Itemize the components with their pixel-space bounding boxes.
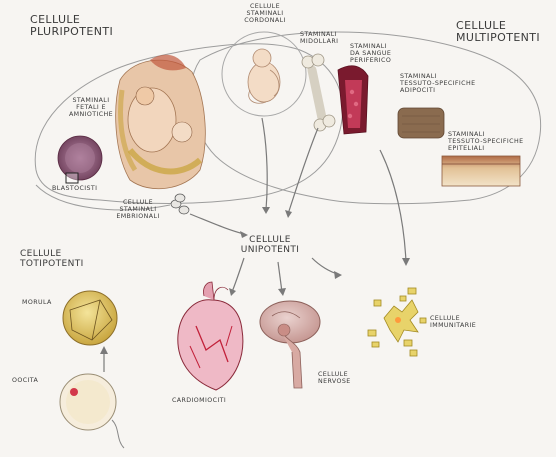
- epithelial-tissue-illustration: [441, 155, 521, 187]
- morula-illustration: [62, 290, 118, 346]
- label-pluripotenti: CELLULE PLURIPOTENTI: [30, 13, 114, 39]
- immune-cells-illustration: [367, 287, 427, 357]
- blastocyst-illustration: [57, 135, 103, 184]
- arrowheads: [240, 207, 410, 266]
- label-immunitarie: CELLULE IMMUNITARIE: [430, 315, 477, 329]
- label-sangue-periferico: STAMINALI DA SANGUE PERIFERICO: [350, 43, 392, 64]
- label-midollari: STAMINALI MIDOLLARI: [300, 31, 339, 45]
- label-adipociti: STAMINALI TESSUTO-SPECIFICHE ADIPOCITI: [400, 73, 476, 94]
- arrowheads-lower: [229, 271, 342, 296]
- region-divider-line: [35, 184, 171, 211]
- fetus-illustration: [247, 48, 281, 104]
- label-oocita: OOCITA: [12, 377, 39, 384]
- multipotent-region-outline: [190, 31, 542, 205]
- label-multipotenti: CELLULE MULTIPOTENTI: [456, 19, 541, 45]
- heart-illustration: [177, 281, 244, 391]
- brain-illustration: [259, 300, 321, 389]
- label-embrionali: CELLULE STAMINALI EMBRIONALI: [116, 199, 160, 220]
- embryonic-cells-illustration: [170, 193, 190, 215]
- blood-vessel-illustration: [337, 65, 369, 135]
- label-fetali-amniotiche: STAMINALI FETALI E AMNIOTICHE: [68, 97, 114, 118]
- pluripotent-region-outline: [34, 43, 344, 205]
- oocyte-illustration: [59, 373, 125, 449]
- label-totipotenti: CELLULE TOTIPOTENTI: [20, 249, 84, 269]
- label-cardiomiociti: CARDIOMIOCITI: [172, 397, 227, 404]
- label-nervose: CELLULE NERVOSE: [318, 371, 351, 385]
- label-epiteliali: STAMINALI TESSUTO-SPECIFICHE EPITELIALI: [448, 131, 524, 152]
- adipose-tissue-illustration: [397, 107, 445, 139]
- label-morula: MORULA: [22, 299, 52, 306]
- label-unipotenti: CELLULE UNIPOTENTI: [240, 235, 300, 255]
- arrows-from-unipotent: [231, 257, 339, 293]
- cordonali-circle: [221, 31, 307, 117]
- arrowhead-oocita-morula: [100, 346, 108, 354]
- label-blastocisti: BLASTOCISTI: [52, 185, 98, 192]
- arrows-to-unipotent: [189, 117, 407, 263]
- pregnant-woman-illustration: [115, 54, 206, 190]
- bone-illustration: [301, 53, 336, 132]
- label-cordonali: CELLULE STAMINALI CORDONALI: [244, 3, 286, 24]
